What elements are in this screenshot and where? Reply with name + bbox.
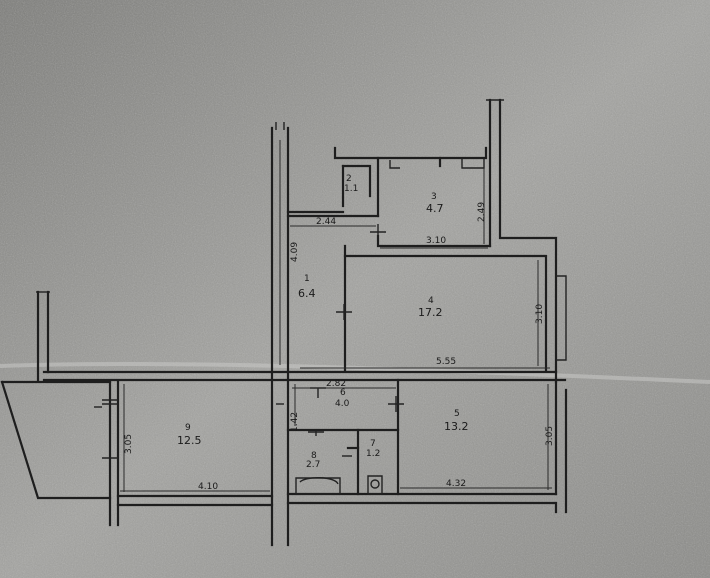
- dimension-3-05-right: 3.05: [545, 426, 555, 446]
- dimension-4-09: 4.09: [290, 242, 300, 262]
- dimension-2-82: 2.82: [326, 379, 346, 389]
- room-3-number: 3: [431, 192, 437, 202]
- room-9-area: 12.5: [177, 434, 202, 447]
- dimension-lines: [120, 140, 552, 492]
- dimension-3-05-left: 3.05: [124, 434, 134, 454]
- dimension-1-42: 1.42: [290, 412, 300, 432]
- room-2-number: 2: [346, 174, 352, 184]
- room-8-area: 2.7: [306, 460, 320, 470]
- room-8-number: 8: [311, 451, 317, 461]
- dimension-4-32: 4.32: [446, 479, 466, 489]
- room-5-area: 13.2: [444, 420, 469, 433]
- dimension-3-10-top: 3.10: [426, 236, 446, 246]
- fold-crease: [0, 361, 710, 384]
- room-7-area: 1.2: [366, 449, 380, 459]
- room-labels: 1 6.4 2 1.1 3 4.7 4 17.2 5 13.2 6 4.0 7 …: [177, 174, 469, 470]
- dimension-2-49: 2.49: [477, 202, 487, 222]
- dimension-2-44: 2.44: [316, 217, 336, 227]
- dimension-5-55: 5.55: [436, 357, 456, 367]
- walls: [0, 98, 568, 547]
- room-4-number: 4: [428, 296, 434, 306]
- dimension-texts: 2.44 4.09 2.49 3.10 3.10 5.55 2.82 1.42 …: [124, 202, 555, 492]
- room-5-number: 5: [454, 409, 460, 419]
- room-1-area: 6.4: [298, 287, 316, 300]
- room-2-area: 1.1: [344, 184, 358, 194]
- dimension-3-10-side: 3.10: [535, 304, 545, 324]
- room-3-area: 4.7: [426, 202, 444, 215]
- room-6-area: 4.0: [335, 399, 350, 409]
- dimension-4-10: 4.10: [198, 482, 218, 492]
- room-7-number: 7: [370, 439, 376, 449]
- room-9-number: 9: [185, 423, 191, 433]
- room-4-area: 17.2: [418, 306, 443, 319]
- room-6-number: 6: [340, 388, 346, 398]
- room-1-number: 1: [304, 274, 310, 284]
